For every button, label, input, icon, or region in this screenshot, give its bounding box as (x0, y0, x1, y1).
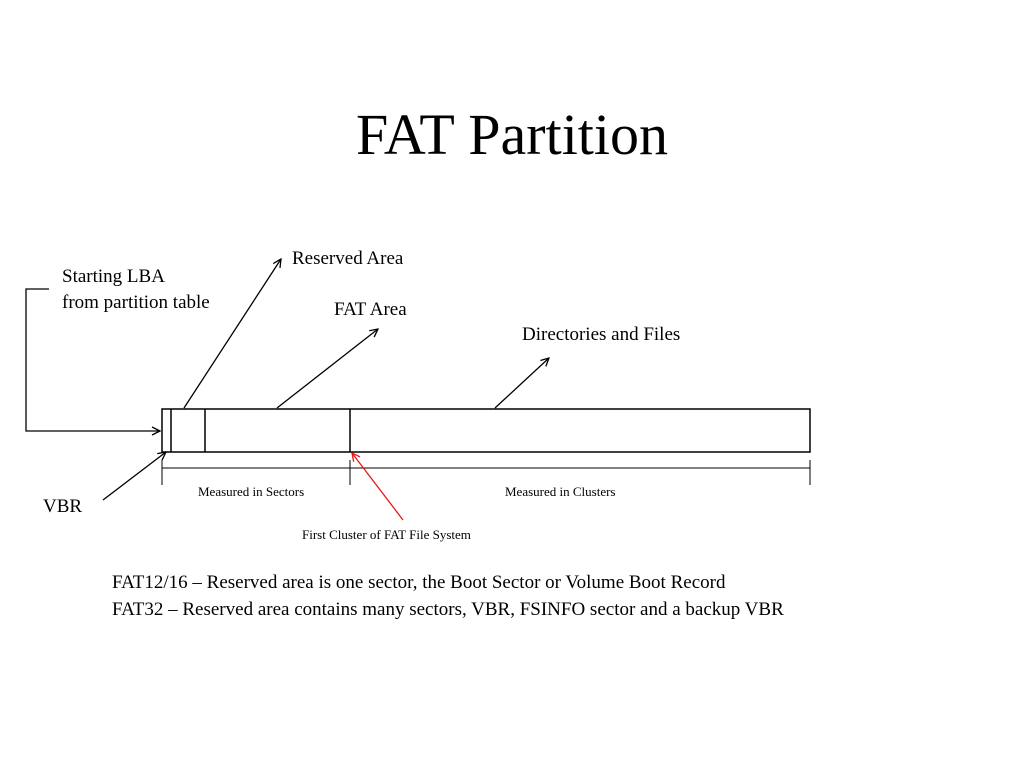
reserved-area-label: Reserved Area (292, 248, 404, 269)
slide-title: FAT Partition (355, 102, 669, 167)
fat-area-arrow (276, 329, 378, 409)
first-cluster-arrow (352, 453, 404, 521)
reserved-area-arrow (183, 259, 281, 409)
starting-lba-line-2: from partition table (62, 292, 210, 313)
starting-lba-label: Starting LBA from partition table (62, 264, 210, 316)
measured-in-sectors-label: Measured in Sectors (198, 484, 305, 499)
note-fat32: FAT32 – Reserved area contains many sect… (112, 599, 784, 620)
note-fat12-16: FAT12/16 – Reserved area is one sector, … (112, 572, 726, 593)
measured-in-clusters-label: Measured in Clusters (505, 484, 616, 499)
vbr-arrow (102, 452, 166, 501)
partition-bar (161, 408, 811, 453)
starting-lba-line-1: Starting LBA (62, 266, 165, 287)
directories-and-files-arrow (494, 358, 549, 409)
first-cluster-label: First Cluster of FAT File System (302, 527, 471, 542)
directories-and-files-label: Directories and Files (522, 324, 681, 345)
fat-area-label: FAT Area (334, 299, 407, 320)
vbr-label: VBR (43, 496, 83, 517)
starting-lba-arrow (25, 288, 160, 431)
